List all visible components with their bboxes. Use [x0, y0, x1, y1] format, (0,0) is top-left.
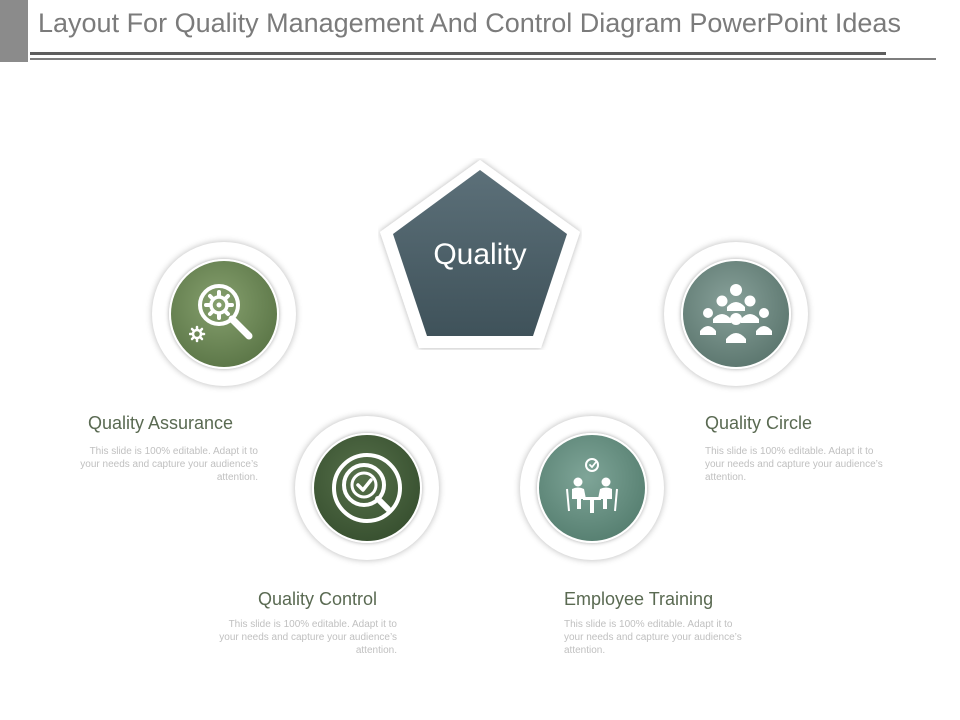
quality-circle-description: This slide is 100% editable. Adapt it to…	[705, 446, 883, 483]
quality-control-circle	[312, 433, 422, 543]
quality-control-title: Quality Control	[258, 589, 378, 609]
team-group-icon	[700, 284, 772, 343]
quality-control-node	[295, 416, 439, 560]
quality-pentagon	[380, 160, 580, 348]
center-label: Quality	[433, 238, 527, 271]
employee-training-circle	[537, 433, 647, 543]
meeting-table-icon	[566, 458, 618, 513]
quality-assurance-circle	[169, 259, 279, 369]
title-underline	[30, 52, 886, 55]
employee-training-node	[520, 416, 664, 560]
quality-assurance-title: Quality Assurance	[88, 413, 234, 433]
quality-assurance-node	[152, 242, 296, 386]
quality-assurance-description: This slide is 100% editable. Adapt it to…	[80, 446, 258, 483]
quality-circle-node	[664, 242, 808, 386]
quality-circle-circle	[681, 259, 791, 369]
employee-training-title: Employee Training	[564, 589, 714, 609]
target-magnifier-check-icon	[332, 453, 402, 523]
page-title: Layout For Quality Management And Contro…	[38, 8, 901, 38]
quality-control-description: This slide is 100% editable. Adapt it to…	[219, 619, 397, 656]
header-accent-block	[0, 0, 28, 62]
gear-magnifier-icon	[189, 284, 253, 343]
employee-training-description: This slide is 100% editable. Adapt it to…	[564, 619, 742, 656]
title-underline-secondary	[30, 58, 936, 60]
quality-circle-title: Quality Circle	[705, 413, 813, 433]
